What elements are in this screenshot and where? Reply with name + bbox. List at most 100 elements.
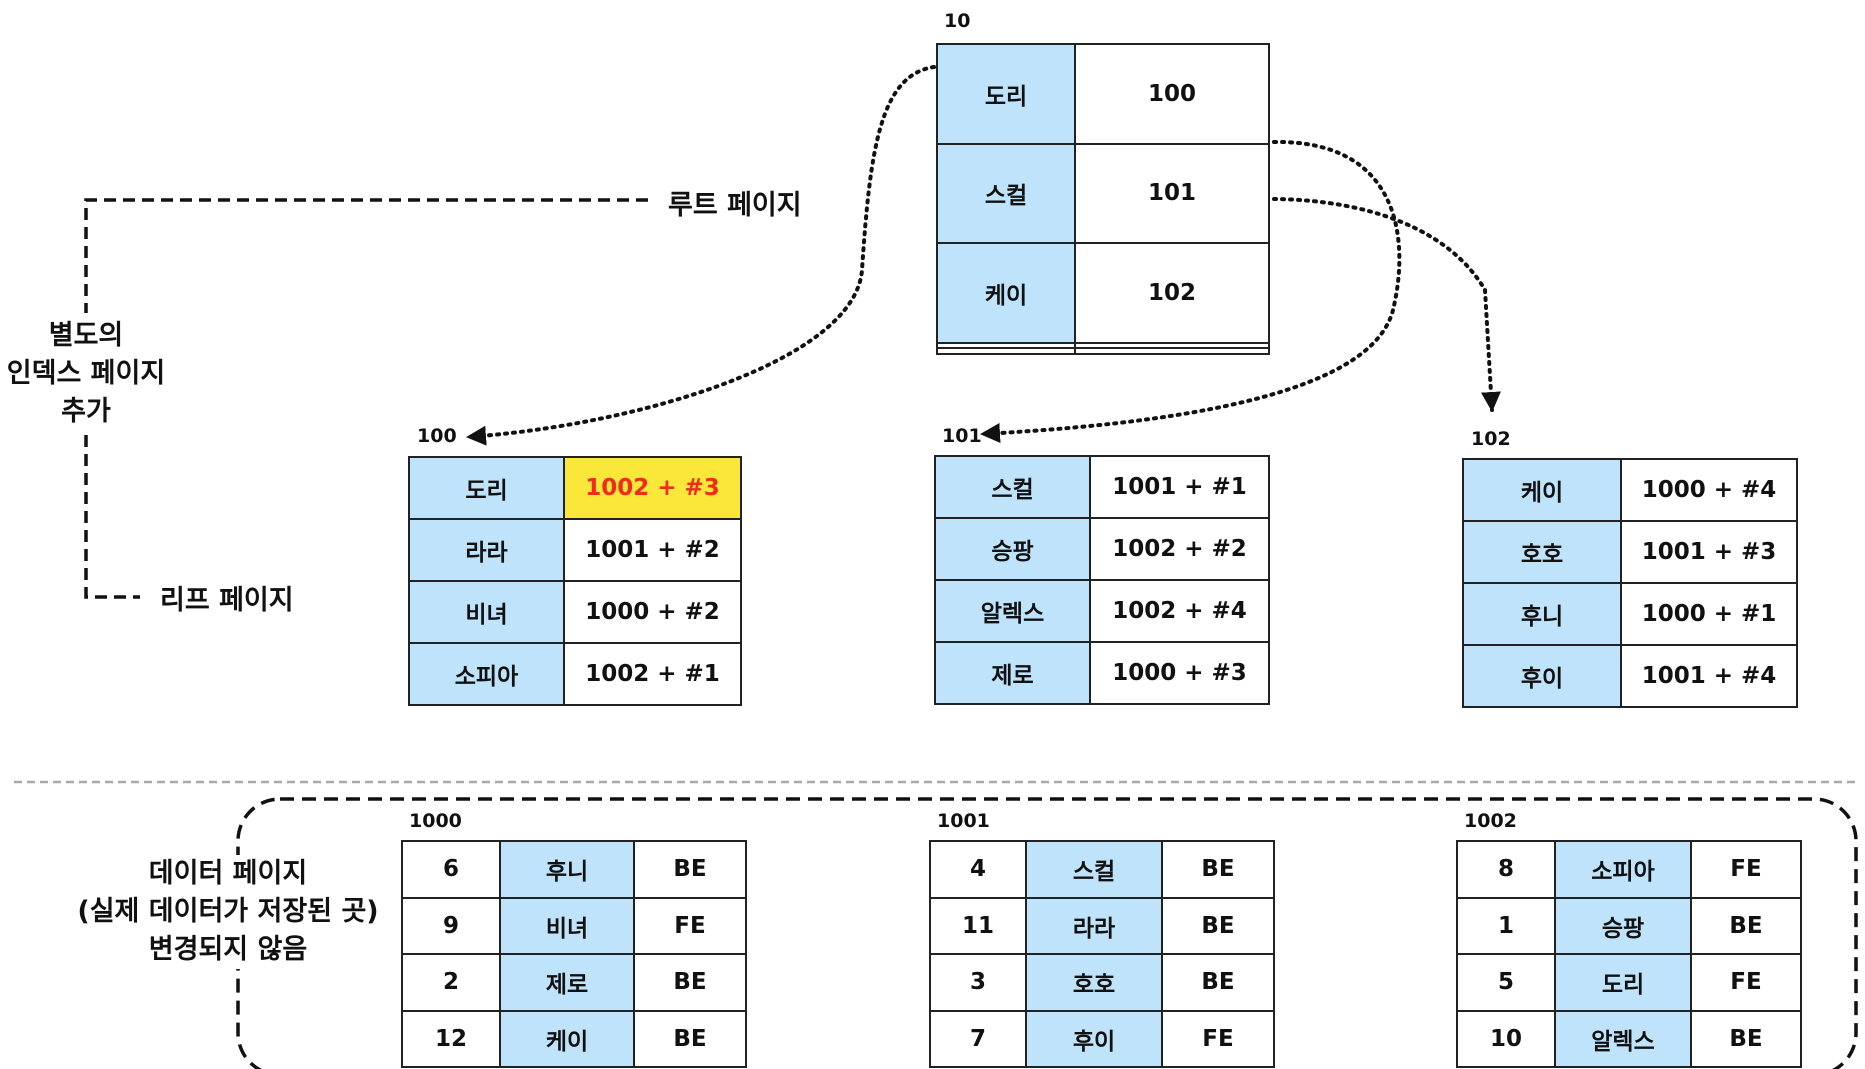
- index-bracket: [84, 198, 648, 313]
- data-team: FE: [1690, 840, 1802, 899]
- leaf-ref-highlighted: 1002 + #3: [563, 456, 742, 520]
- index-added-label: 별도의 인덱스 페이지 추가: [0, 317, 172, 431]
- data-team: FE: [633, 896, 747, 955]
- arrow-root-to-leaf-102: [1272, 197, 1501, 412]
- index-added-line-2: 인덱스 페이지: [6, 358, 166, 389]
- data-id: 8: [1456, 840, 1556, 899]
- leaf-page-number: 100: [417, 425, 457, 447]
- leaf-key: 비녀: [408, 580, 565, 644]
- leaf-ref: 1002 + #1: [563, 642, 742, 706]
- data-id: 2: [401, 953, 501, 1012]
- data-page-number: 1001: [937, 810, 990, 832]
- leaf-ref: 1001 + #1: [1089, 455, 1270, 519]
- root-pointer: 101: [1074, 142, 1270, 245]
- data-name-cell: 호호: [1025, 953, 1163, 1012]
- data-name-cell: 후니: [499, 840, 635, 899]
- leaf-ref: 1000 + #3: [1089, 641, 1270, 705]
- leaf-key: 제로: [934, 641, 1091, 705]
- root-pointer: 102: [1074, 242, 1270, 344]
- leaf-key: 스컬: [934, 455, 1091, 519]
- data-name-cell: 제로: [499, 953, 635, 1012]
- data-page-line-2: (실제 데이터가 저장된 곳): [77, 893, 379, 931]
- leaf-key: 라라: [408, 518, 565, 582]
- index-bracket-lower: [84, 435, 140, 599]
- leaf-key: 도리: [408, 456, 565, 520]
- leaf-key: 소피아: [408, 642, 565, 706]
- data-id: 11: [929, 896, 1027, 955]
- data-team: BE: [1161, 953, 1275, 1012]
- data-team: BE: [1690, 1009, 1802, 1068]
- leaf-key: 케이: [1462, 458, 1622, 522]
- leaf-ref: 1002 + #2: [1089, 517, 1270, 581]
- leaf-key: 승팡: [934, 517, 1091, 581]
- data-page-label: 데이터 페이지 (실제 데이터가 저장된 곳) 변경되지 않음: [60, 855, 396, 969]
- root-key: 스컬: [936, 142, 1076, 245]
- data-team: FE: [1690, 953, 1802, 1012]
- leaf-key: 후이: [1462, 644, 1622, 708]
- data-id: 10: [1456, 1009, 1556, 1068]
- data-id: 6: [401, 840, 501, 899]
- data-page-number: 1000: [409, 810, 462, 832]
- leaf-ref: 1000 + #2: [563, 580, 742, 644]
- data-name-cell: 케이: [499, 1009, 635, 1068]
- data-page-line-1: 데이터 페이지: [148, 855, 308, 893]
- index-added-line-1: 별도의: [48, 320, 124, 351]
- data-id: 12: [401, 1009, 501, 1068]
- data-page-number: 1002: [1464, 810, 1517, 832]
- data-id: 5: [1456, 953, 1556, 1012]
- leaf-key: 알렉스: [934, 579, 1091, 643]
- data-team: FE: [1161, 1009, 1275, 1068]
- leaf-ref: 1001 + #3: [1620, 520, 1798, 584]
- root-key: 도리: [936, 43, 1076, 145]
- data-name-cell: 알렉스: [1554, 1009, 1692, 1068]
- data-id: 1: [1456, 896, 1556, 955]
- root-key: 케이: [936, 242, 1076, 344]
- data-team: BE: [1161, 840, 1275, 899]
- leaf-ref: 1001 + #4: [1620, 644, 1798, 708]
- root-page-number: 10: [944, 10, 971, 32]
- root-pointer: 100: [1074, 43, 1270, 145]
- root-key: [936, 347, 1076, 355]
- data-team: BE: [633, 840, 747, 899]
- data-page-line-3: 변경되지 않음: [148, 931, 308, 969]
- leaf-ref: 1002 + #4: [1089, 579, 1270, 643]
- data-name-cell: 후이: [1025, 1009, 1163, 1068]
- data-name-cell: 승팡: [1554, 896, 1692, 955]
- data-name-cell: 라라: [1025, 896, 1163, 955]
- data-team: BE: [633, 953, 747, 1012]
- root-pointer: [1074, 347, 1270, 355]
- leaf-page-label: 리프 페이지: [160, 585, 294, 616]
- data-name-cell: 비녀: [499, 896, 635, 955]
- root-row: [936, 347, 1270, 355]
- leaf-key: 후니: [1462, 582, 1622, 646]
- data-team: BE: [1690, 896, 1802, 955]
- leaf-ref: 1001 + #2: [563, 518, 742, 582]
- data-id: 4: [929, 840, 1027, 899]
